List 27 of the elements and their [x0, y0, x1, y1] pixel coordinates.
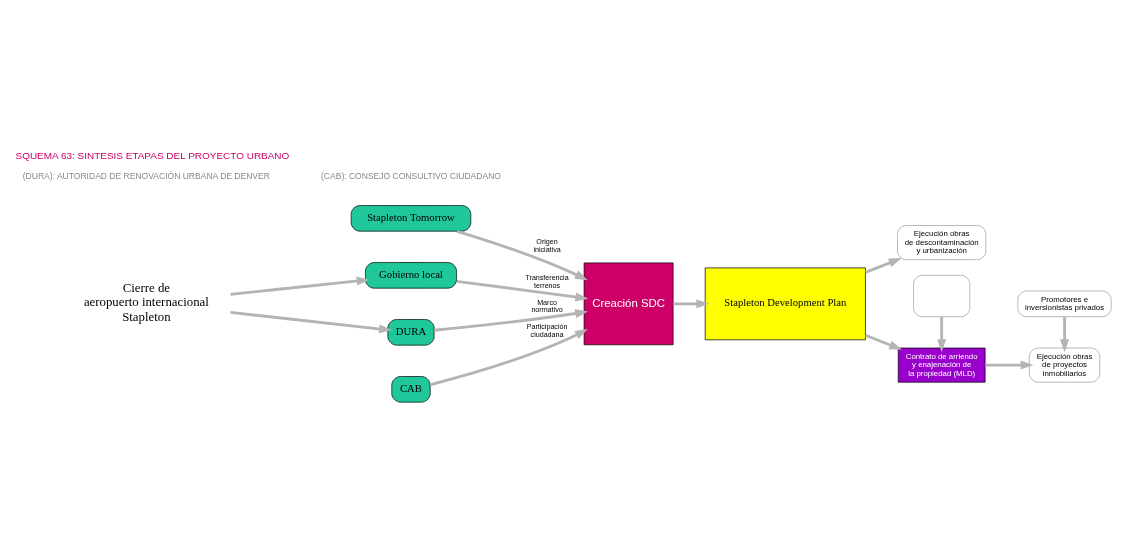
label: (CAB): CONSEJO CONSULTIVO CIUDADANO	[321, 171, 501, 182]
node-box: Ejecución obras de proyectos inmobiliarios	[1028, 347, 1101, 383]
node-box: Stapleton Development Plan	[704, 267, 866, 341]
node-box: Creación SDC	[583, 262, 674, 346]
arrow	[429, 329, 588, 387]
label: (DURA): AUTORIDAD DE RENOVACIÓN URBANA DE DENVER	[22, 171, 270, 182]
arrow	[985, 360, 1034, 370]
node-box: Gobierno local	[365, 262, 457, 289]
arrow	[937, 316, 947, 353]
node-box: DURA	[387, 319, 435, 346]
arrow	[456, 229, 588, 281]
node-box: CAB	[391, 376, 431, 403]
node-box	[913, 275, 971, 318]
arrow	[434, 309, 589, 332]
diagram-title: SQUEMA 63: SINTESIS ETAPAS DEL PROYECTO URBANO	[15, 149, 290, 161]
node-text: Cierre de aeropuerto internacional Stapleton	[83, 281, 209, 324]
node-box: Contrato de arriendo y enajenación de la propiedad (MLD)	[897, 347, 986, 383]
node-box: Promotores e inversionistas privados	[1017, 290, 1112, 318]
node-box: Ejecución obras de descontaminación y urbanización	[897, 225, 987, 261]
arrow	[230, 311, 392, 334]
arrow	[1060, 316, 1070, 353]
arrow	[865, 333, 903, 350]
node-box: Stapleton Tomorrow	[350, 205, 472, 232]
arrow	[456, 279, 589, 302]
arrow	[865, 258, 902, 274]
arrow	[673, 299, 710, 309]
arrow	[230, 276, 370, 296]
